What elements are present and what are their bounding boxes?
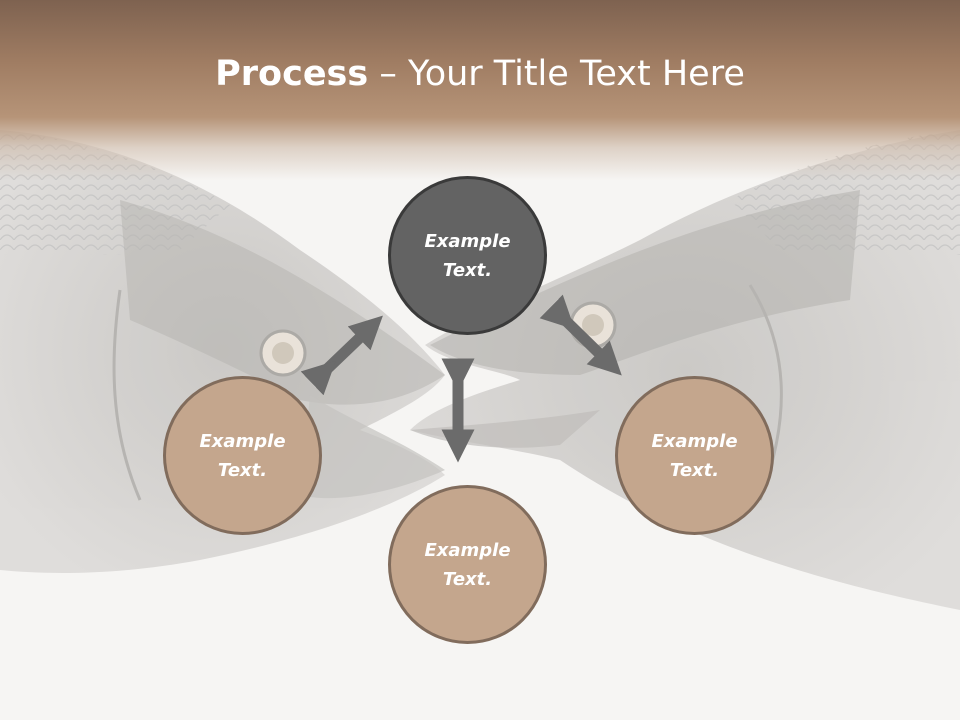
node-top-label: Example Text.: [424, 230, 511, 281]
title-rest: – Your Title Text Here: [368, 54, 745, 94]
arrow-top-right: [539, 294, 622, 376]
process-node-right[interactable]: Example Text.: [615, 376, 774, 535]
node-left-label: Example Text.: [199, 430, 286, 481]
process-node-left[interactable]: Example Text.: [163, 376, 322, 535]
arrow-top-left: [300, 315, 383, 396]
process-node-top[interactable]: Example Text.: [388, 176, 547, 335]
title-bar: [0, 0, 960, 180]
title-bold: Process: [215, 54, 369, 94]
node-bottom-label: Example Text.: [424, 539, 511, 590]
page-title: Process – Your Title Text Here: [0, 52, 960, 96]
right-fish: [410, 130, 960, 610]
process-node-bottom[interactable]: Example Text.: [388, 485, 547, 644]
node-right-label: Example Text.: [651, 430, 738, 481]
left-fish: [0, 130, 445, 573]
